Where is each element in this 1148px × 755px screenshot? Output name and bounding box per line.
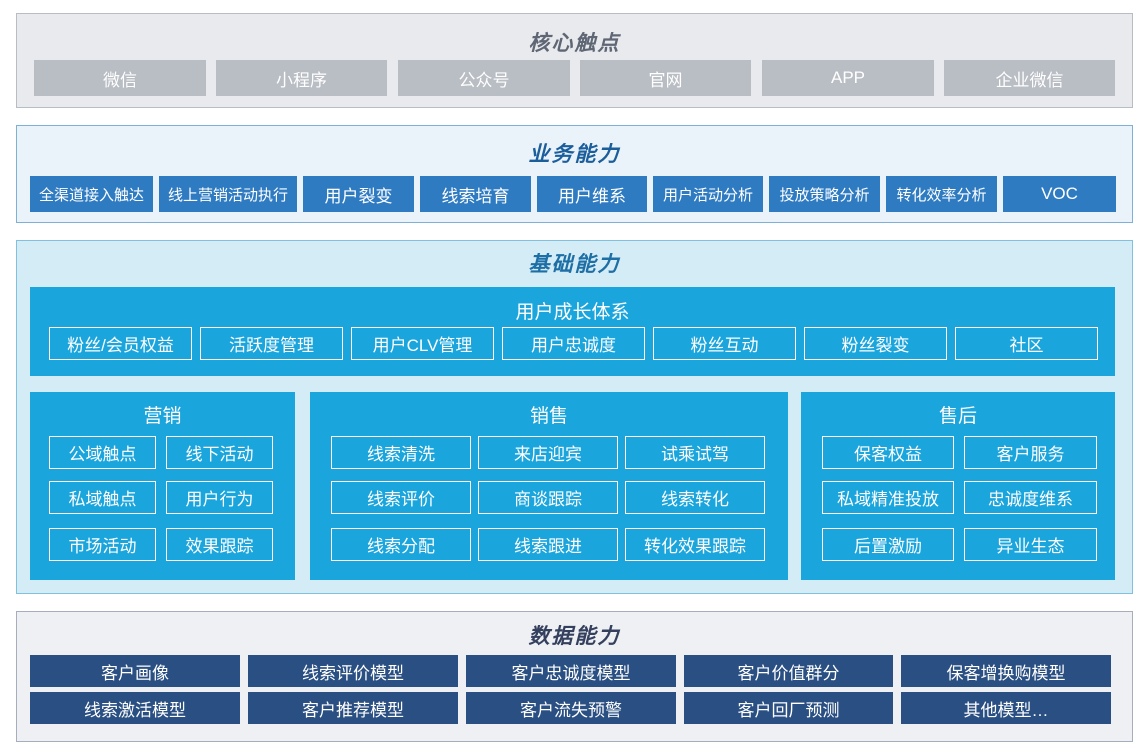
marketing-item: 效果跟踪 [166, 528, 273, 561]
foundation-capability-title: 基础能力 [528, 252, 621, 276]
business-capability-title: 业务能力 [528, 142, 621, 166]
business-item: 线索培育 [420, 176, 531, 212]
marketing-item: 公域触点 [49, 436, 156, 469]
marketing-item: 私域触点 [49, 481, 156, 514]
touchpoint-official-account: 公众号 [398, 60, 570, 96]
after-sales-item: 私域精准投放 [822, 481, 954, 514]
sales-panel: 销售 线索清洗 来店迎宾 试乘试驾 线索评价 商谈跟踪 线索转化 线索分配 线索… [310, 392, 788, 580]
business-item: 线上营销活动执行 [159, 176, 297, 212]
marketing-panel: 营销 公域触点 线下活动 私域触点 用户行为 市场活动 效果跟踪 [30, 392, 295, 580]
foundation-capability-layer: 基础能力 用户成长体系 粉丝/会员权益 活跃度管理 用户CLV管理 用户忠诚度 … [16, 240, 1133, 594]
sales-item: 商谈跟踪 [478, 481, 618, 514]
data-model-item: 客户流失预警 [466, 692, 676, 724]
business-item: 用户维系 [537, 176, 647, 212]
user-growth-item: 粉丝互动 [653, 327, 796, 360]
touchpoint-mini-program: 小程序 [216, 60, 387, 96]
sales-item: 线索分配 [331, 528, 471, 561]
data-model-item: 客户忠诚度模型 [466, 655, 676, 687]
sales-item: 试乘试驾 [625, 436, 765, 469]
marketing-title: 营销 [143, 406, 182, 427]
sales-item: 线索评价 [331, 481, 471, 514]
marketing-item: 线下活动 [166, 436, 273, 469]
after-sales-title: 售后 [938, 406, 977, 427]
data-model-item: 其他模型… [901, 692, 1111, 724]
data-capability-title: 数据能力 [528, 624, 621, 648]
business-item: 投放策略分析 [769, 176, 880, 212]
user-growth-item: 用户忠诚度 [502, 327, 645, 360]
data-model-item: 客户推荐模型 [248, 692, 458, 724]
sales-item: 来店迎宾 [478, 436, 618, 469]
user-growth-item: 活跃度管理 [200, 327, 343, 360]
after-sales-item: 保客权益 [822, 436, 954, 469]
sales-item: 线索跟进 [478, 528, 618, 561]
data-model-item: 线索激活模型 [30, 692, 240, 724]
touchpoint-wechat: 微信 [34, 60, 206, 96]
marketing-item: 用户行为 [166, 481, 273, 514]
user-growth-panel: 用户成长体系 粉丝/会员权益 活跃度管理 用户CLV管理 用户忠诚度 粉丝互动 … [30, 287, 1115, 376]
user-growth-title: 用户成长体系 [515, 302, 630, 323]
business-capability-layer: 业务能力 全渠道接入触达 线上营销活动执行 用户裂变 线索培育 用户维系 用户活… [16, 125, 1133, 223]
after-sales-item: 异业生态 [964, 528, 1097, 561]
data-model-item: 线索评价模型 [248, 655, 458, 687]
business-item: 用户活动分析 [653, 176, 763, 212]
touchpoint-wecom: 企业微信 [944, 60, 1115, 96]
data-model-item: 客户画像 [30, 655, 240, 687]
after-sales-item: 后置激励 [822, 528, 954, 561]
touchpoint-app: APP [762, 60, 934, 96]
user-growth-item: 社区 [955, 327, 1098, 360]
user-growth-item: 粉丝裂变 [804, 327, 947, 360]
data-model-item: 客户回厂预测 [684, 692, 893, 724]
business-item: 用户裂变 [303, 176, 414, 212]
sales-item: 线索清洗 [331, 436, 471, 469]
sales-title: 销售 [529, 406, 568, 427]
data-capability-layer: 数据能力 客户画像 线索评价模型 客户忠诚度模型 客户价值群分 保客增换购模型 … [16, 611, 1133, 742]
core-touchpoints-layer: 核心触点 微信 小程序 公众号 官网 APP 企业微信 [16, 13, 1133, 108]
user-growth-item: 用户CLV管理 [351, 327, 494, 360]
data-model-item: 保客增换购模型 [901, 655, 1111, 687]
after-sales-item: 忠诚度维系 [964, 481, 1097, 514]
user-growth-item: 粉丝/会员权益 [49, 327, 192, 360]
business-item: VOC [1003, 176, 1116, 212]
business-item: 全渠道接入触达 [30, 176, 153, 212]
core-touchpoints-title: 核心触点 [528, 31, 621, 55]
data-model-item: 客户价值群分 [684, 655, 893, 687]
after-sales-panel: 售后 保客权益 客户服务 私域精准投放 忠诚度维系 后置激励 异业生态 [801, 392, 1115, 580]
touchpoint-website: 官网 [580, 60, 751, 96]
sales-item: 线索转化 [625, 481, 765, 514]
after-sales-item: 客户服务 [964, 436, 1097, 469]
marketing-item: 市场活动 [49, 528, 156, 561]
business-item: 转化效率分析 [886, 176, 997, 212]
sales-item: 转化效果跟踪 [625, 528, 765, 561]
